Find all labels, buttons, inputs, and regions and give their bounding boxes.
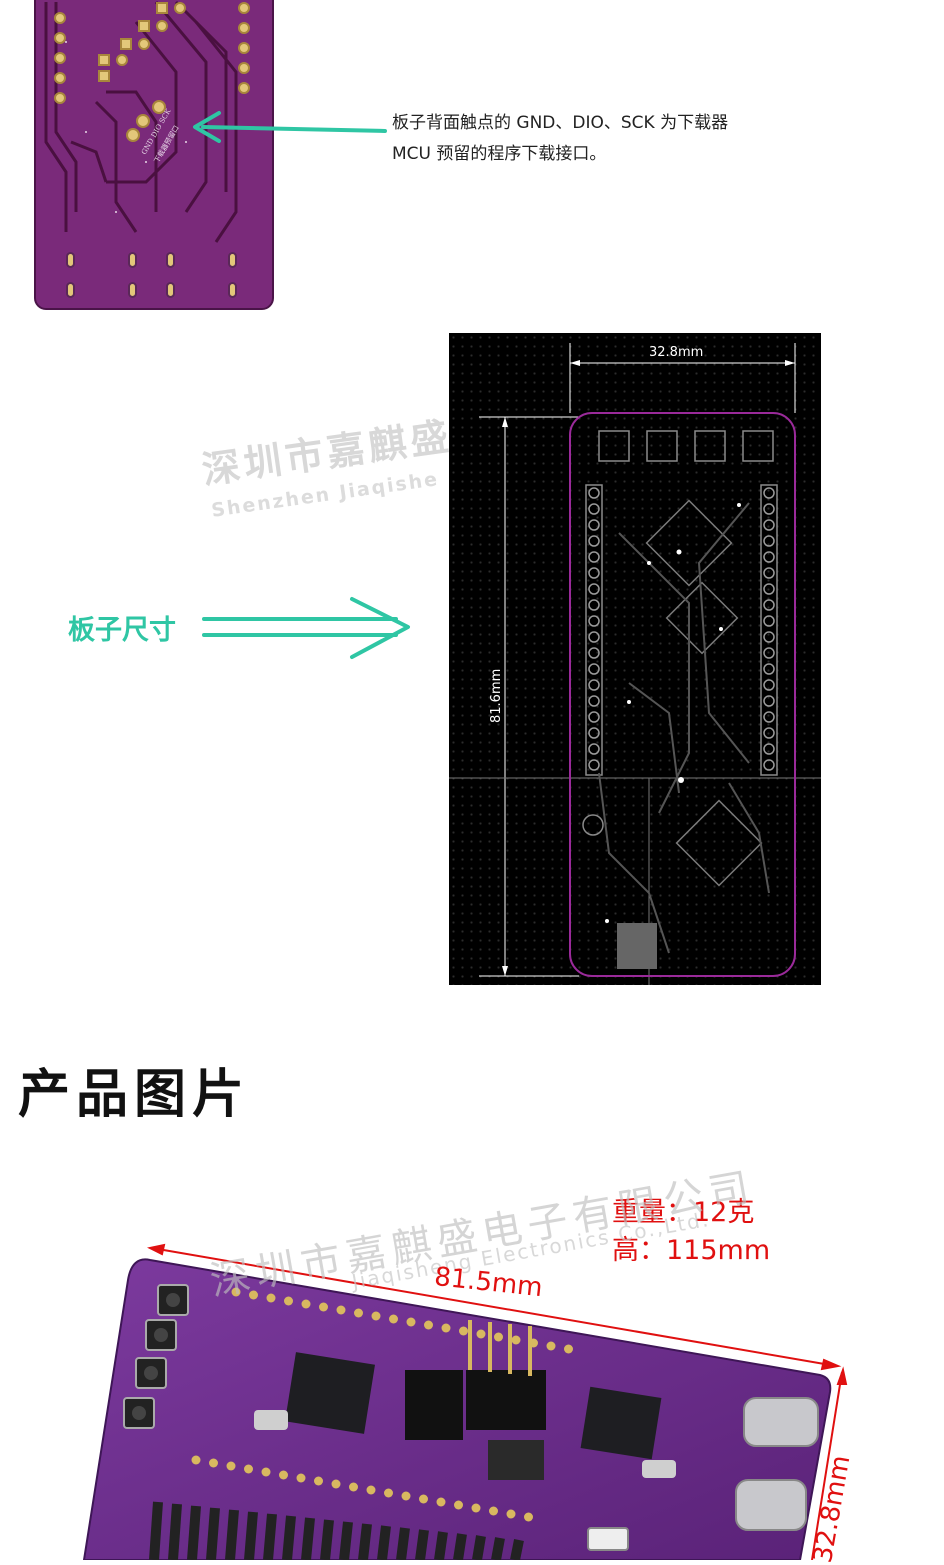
download-interface-note: 板子背面触点的 GND、DIO、SCK 为下载器 MCU 预留的程序下载接口。: [392, 108, 832, 170]
pcb-dimension-drawing: 32.8mm 81.6mm: [449, 333, 821, 985]
dio-contact: [136, 114, 150, 128]
sck-contact: [126, 128, 140, 142]
height-spec: 高：115mm: [612, 1235, 771, 1266]
board-traces: [44, 0, 238, 243]
board-back-image: GND DIO SCK 下载器预留口: [34, 0, 274, 310]
double-arrow-right-icon: [202, 597, 410, 659]
product-images-title: 产品图片: [18, 1065, 251, 1125]
board-back-section: GND DIO SCK 下载器预留口 板子背面触点的 GND、DIO、SCK 为…: [0, 0, 944, 320]
gnd-contact: [152, 100, 166, 114]
board-size-label: 板子尺寸: [68, 615, 176, 646]
height-dimension: 81.6mm: [489, 668, 504, 723]
arrow-left-icon: [193, 111, 387, 143]
note-line-2: MCU 预留的程序下载接口。: [392, 144, 607, 164]
note-line-1: 板子背面触点的 GND、DIO、SCK 为下载器: [392, 113, 729, 133]
product-specs: 重量：12克 高：115mm: [612, 1194, 770, 1270]
pcb-outline-svg: [449, 343, 821, 985]
product-photo: [82, 1243, 848, 1560]
width-dimension: 32.8mm: [649, 345, 704, 360]
weight-spec: 重量：12克: [612, 1197, 755, 1228]
